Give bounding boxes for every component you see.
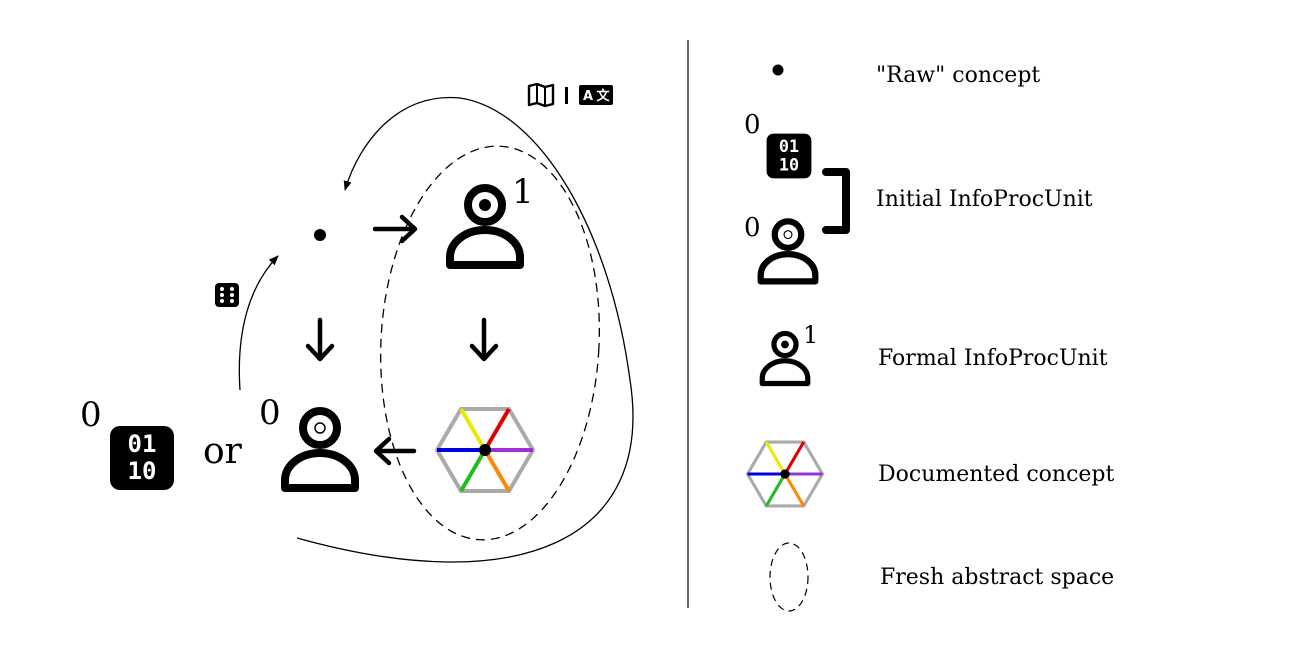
feedback-loop-curve <box>296 96 634 563</box>
binary-icon <box>110 426 174 490</box>
legend-raw-dot <box>772 64 784 76</box>
legend-hexagon-icon <box>745 440 825 508</box>
legend-label-fresh: Fresh abstract space <box>880 565 1114 590</box>
or-text: or <box>203 431 243 472</box>
initial-person-superscript: 0 <box>259 393 281 433</box>
legend-label-documented: Documented concept <box>878 462 1115 487</box>
legend-formal-icon <box>762 333 808 383</box>
legend-binary-icon <box>766 133 812 179</box>
binary-superscript: 0 <box>80 395 102 435</box>
legend-bracket-icon <box>822 168 850 234</box>
random-draw-curve <box>238 255 279 391</box>
fresh-abstract-space-ellipse <box>380 145 600 541</box>
legend-formal-superscript: 1 <box>803 321 818 349</box>
translate-az-icon: A 文 <box>579 85 613 105</box>
raw-concept-dot <box>314 229 326 241</box>
initial-person-icon <box>285 411 355 488</box>
legend-person-icon <box>761 221 816 281</box>
legend-person-superscript: 0 <box>744 213 761 243</box>
legend-label-formal: Formal InfoProcUnit <box>878 346 1108 371</box>
arrow-down-right <box>469 317 499 362</box>
formal-person-icon <box>450 188 520 265</box>
dice-icon <box>215 283 239 307</box>
arrow-left <box>373 436 417 466</box>
svg-text:文: 文 <box>596 88 610 104</box>
arrow-down-left <box>305 317 335 362</box>
map-icon <box>527 82 555 108</box>
documented-concept-hexagon <box>435 407 535 493</box>
legend-label-raw: "Raw" concept <box>876 63 1040 88</box>
legend-dashed-ellipse <box>769 542 809 612</box>
legend-binary-superscript: 0 <box>744 110 761 140</box>
arrow-right <box>372 214 418 244</box>
legend-label-initial: Initial InfoProcUnit <box>876 187 1093 212</box>
formal-person-superscript: 1 <box>512 172 534 212</box>
svg-text:A: A <box>583 89 593 104</box>
separator-bar-icon <box>565 87 568 104</box>
